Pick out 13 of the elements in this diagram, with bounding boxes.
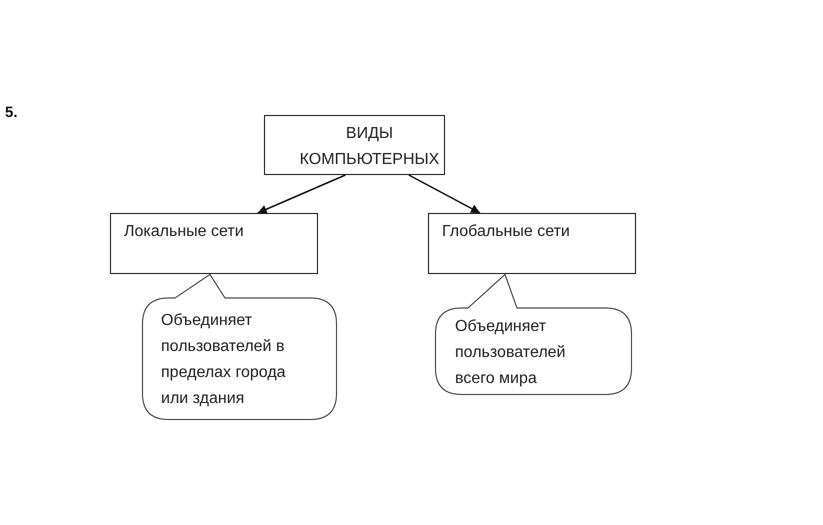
arrow <box>408 174 480 214</box>
box-label: Глобальные сети <box>442 222 571 242</box>
callout-text: Объединяет пользователей всего мира <box>455 317 566 389</box>
speech-bubble <box>142 274 337 420</box>
speech-bubble <box>435 274 632 395</box>
category-box <box>110 213 318 274</box>
arrow <box>257 174 346 214</box>
question-number: 5. <box>5 104 18 121</box>
box-label: ВИДЫ КОМПЬЮТЕРНЫХ <box>298 124 440 170</box>
box-label: Локальные сети <box>124 222 245 242</box>
category-box <box>428 213 636 274</box>
category-box <box>264 115 445 175</box>
callout-text: Объединяет пользователей в пределах города или здания <box>161 311 287 409</box>
